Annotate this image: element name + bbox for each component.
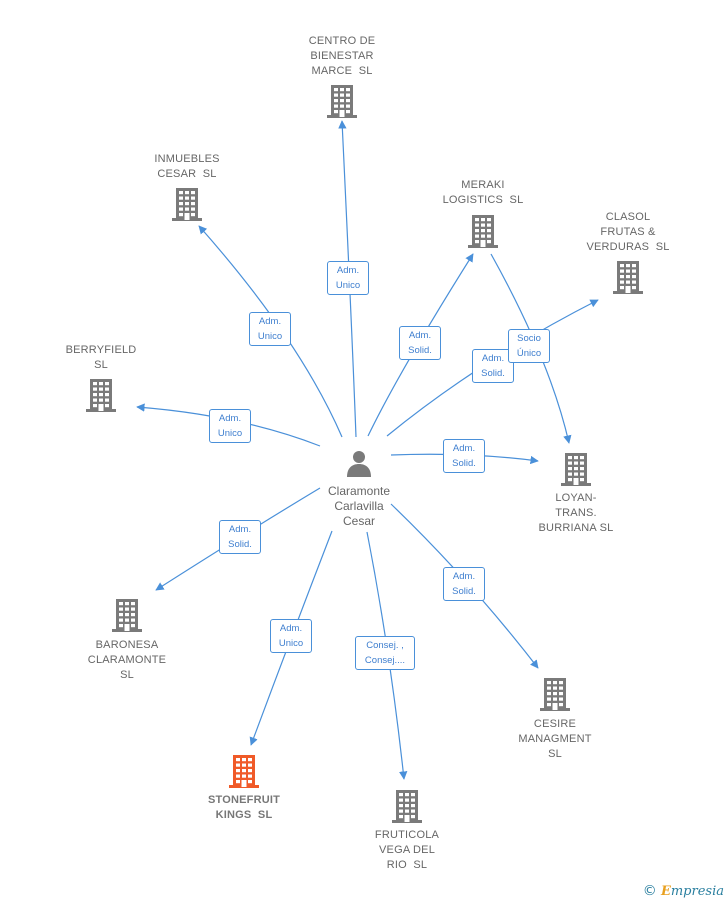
copyright-footer: © Empresia	[643, 883, 724, 899]
edge-label-stonefruit[interactable]: Adm. Unico	[270, 619, 312, 653]
edge-centro	[338, 120, 357, 438]
company-label-berryfield[interactable]: BERRYFIELD SL	[65, 344, 137, 371]
person-icon[interactable]	[344, 448, 374, 483]
company-label-cesire[interactable]: CESIRE MANAGMENT SL	[518, 718, 592, 760]
company-label-loyan[interactable]: LOYAN- TRANS. BURRIANA SL	[538, 492, 614, 534]
person-name-label[interactable]: Claramonte Carlavilla Cesar	[327, 484, 391, 528]
edge-label-baronesa[interactable]: Adm. Solid.	[219, 520, 261, 554]
edge-label-cesire[interactable]: Adm. Solid.	[443, 567, 485, 601]
company-label-clasol[interactable]: CLASOL FRUTAS & VERDURAS SL	[586, 211, 670, 253]
building-icon[interactable]	[110, 597, 144, 638]
copyright-icon: ©	[642, 883, 657, 899]
edge-label-clasol[interactable]: Adm. Solid.	[472, 349, 514, 383]
building-icon[interactable]	[390, 788, 424, 829]
building-icon[interactable]	[559, 451, 593, 492]
building-icon[interactable]	[170, 186, 204, 227]
building-icon[interactable]	[325, 83, 359, 124]
company-label-stonefruit[interactable]: STONEFRUIT KINGS SL	[207, 794, 281, 821]
edge-label-fruticola[interactable]: Consej. , Consej....	[355, 636, 415, 670]
edge-label-meraki[interactable]: Adm. Solid.	[399, 326, 441, 360]
building-icon[interactable]	[466, 213, 500, 254]
edge-label-berryfield[interactable]: Adm. Unico	[209, 409, 251, 443]
company-label-centro[interactable]: CENTRO DE BIENESTAR MARCE SL	[308, 35, 376, 77]
company-label-meraki[interactable]: MERAKI LOGISTICS SL	[442, 179, 524, 206]
building-icon[interactable]	[611, 259, 645, 300]
company-label-inmuebles[interactable]: INMUEBLES CESAR SL	[154, 153, 220, 180]
edge-label-loyan[interactable]: Adm. Solid.	[443, 439, 485, 473]
edge-label-centro[interactable]: Adm. Unico	[327, 261, 369, 295]
building-icon[interactable]	[84, 377, 118, 418]
company-label-fruticola[interactable]: FRUTICOLA VEGA DEL RIO SL	[374, 829, 440, 871]
brand-logo-initial: E	[660, 884, 671, 899]
brand-logo-text: mpresia	[670, 884, 724, 899]
building-icon-highlighted[interactable]	[227, 753, 261, 794]
edge-label-meraki-loyan[interactable]: Socio Único	[508, 329, 550, 363]
building-icon[interactable]	[538, 676, 572, 717]
edge-label-inmuebles[interactable]: Adm. Unico	[249, 312, 291, 346]
company-label-baronesa[interactable]: BARONESA CLARAMONTE SL	[87, 639, 167, 681]
